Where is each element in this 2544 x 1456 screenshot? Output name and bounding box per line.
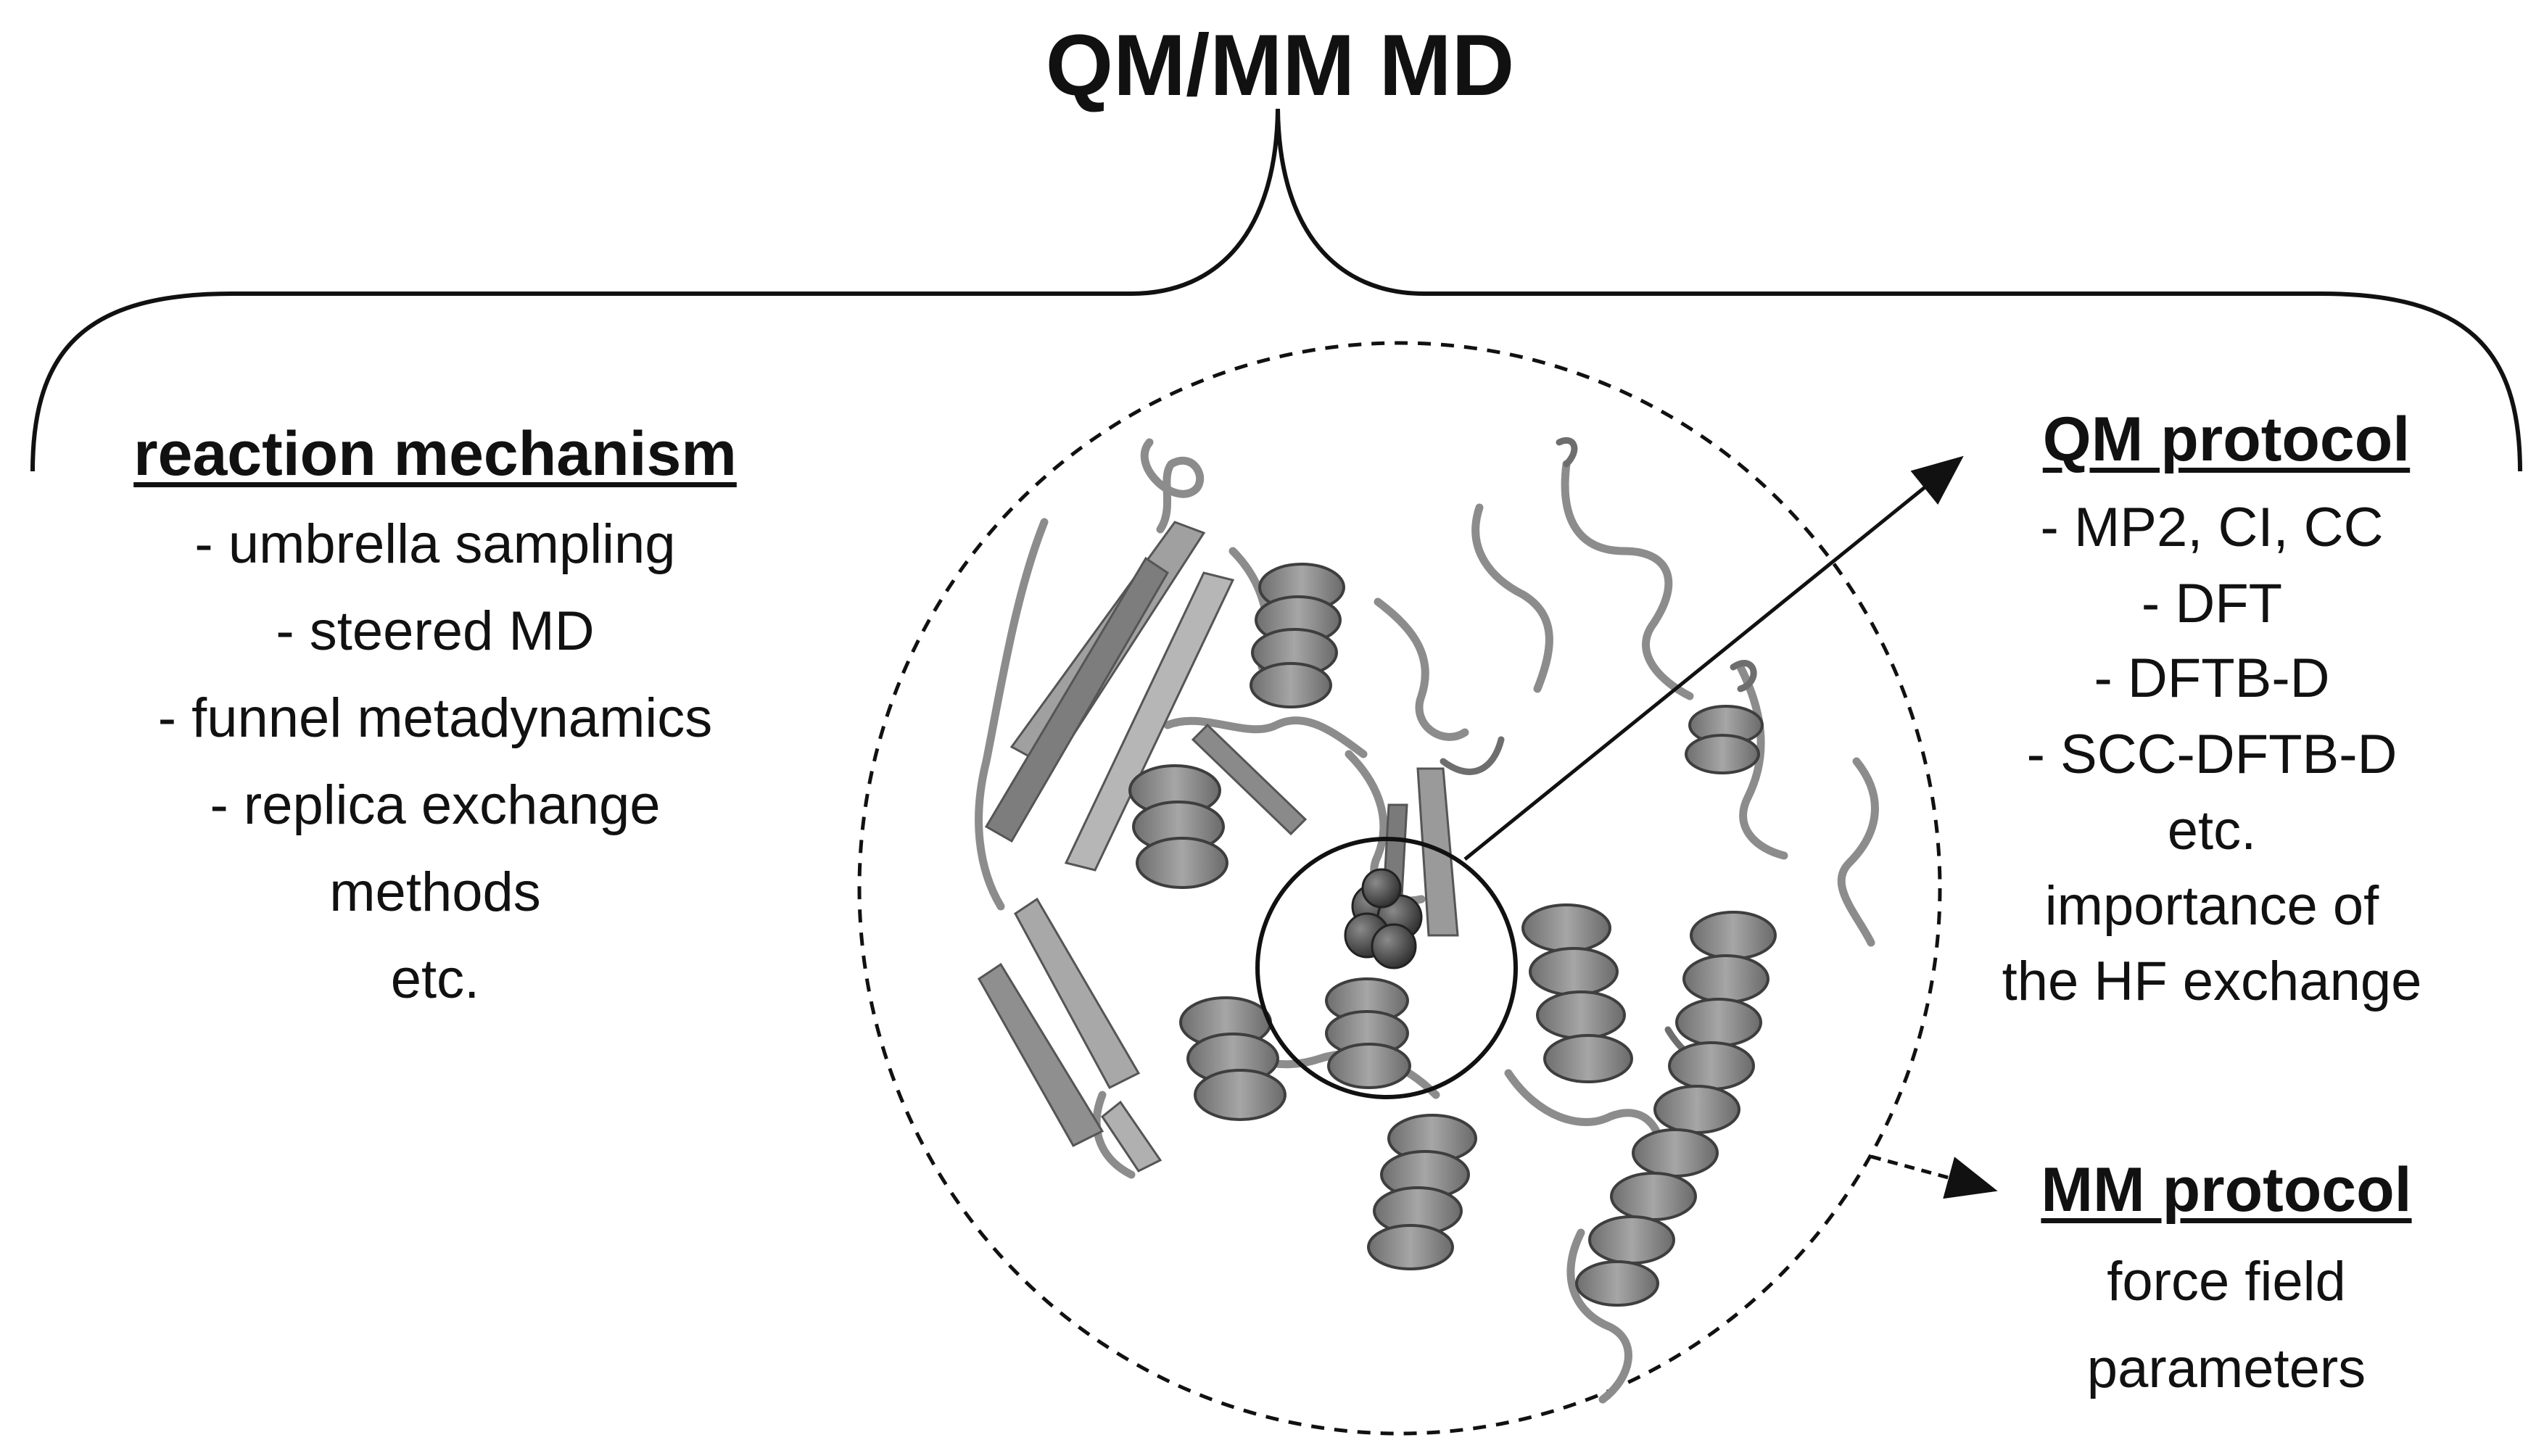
system-boundary-dashed-circle <box>857 341 1942 1436</box>
reaction-mechanism-item: - umbrella sampling <box>194 513 676 575</box>
reaction-mechanism-item: - replica exchange <box>210 774 661 836</box>
mm-protocol-item: force field <box>2107 1251 2346 1312</box>
qm-protocol-item: importance of <box>2044 875 2379 937</box>
qm-protocol-heading: QM protocol <box>2042 405 2411 474</box>
curly-brace-icon <box>30 108 2522 472</box>
qm-protocol-item: - DFTB-D <box>2094 648 2330 709</box>
mm-protocol-item: parameters <box>2086 1338 2366 1399</box>
reaction-mechanism-item: etc. <box>390 948 480 1010</box>
reaction-mechanism-item: - steered MD <box>276 600 595 662</box>
qm-protocol-item: etc. <box>2167 800 2257 861</box>
ligand-spheres-icon <box>1344 868 1423 969</box>
qm-protocol-item: - DFT <box>2141 573 2283 634</box>
mm-protocol-heading: MM protocol <box>2041 1155 2412 1225</box>
protein-ribbon-icon <box>975 437 1879 1404</box>
qm-arrow <box>1463 455 1964 861</box>
qm-protocol-item: - MP2, CI, CC <box>2040 497 2384 558</box>
qm-protocol-item: - SCC-DFTB-D <box>2026 724 2398 785</box>
reaction-mechanism-item: - funnel metadynamics <box>157 687 713 749</box>
mm-dashed-arrow <box>1870 1154 1998 1199</box>
diagram-title: QM/MM MD <box>1045 17 1515 114</box>
qm-protocol-item: the HF exchange <box>2002 951 2422 1012</box>
reaction-mechanism-heading: reaction mechanism <box>133 419 737 489</box>
reaction-mechanism-item: methods <box>329 861 541 923</box>
qm-region-circle <box>1255 837 1518 1099</box>
